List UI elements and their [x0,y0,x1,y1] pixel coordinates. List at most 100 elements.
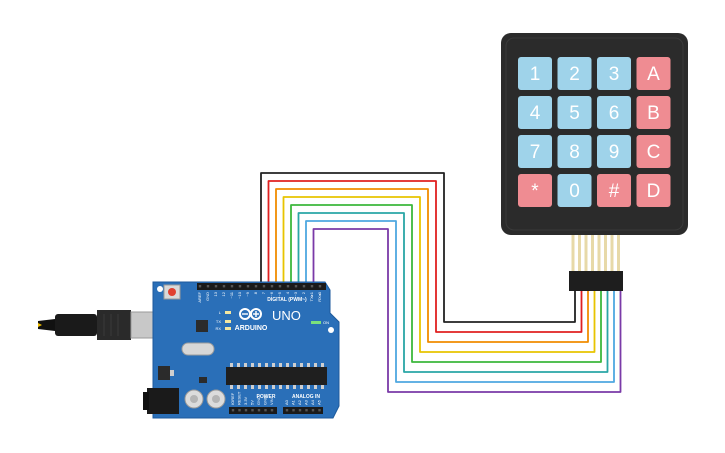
power-pin-label: IOREF [230,392,235,405]
voltage-regulator [158,366,170,380]
wire[interactable] [290,204,602,363]
key-button-c[interactable] [636,135,671,168]
pin-hole [278,285,282,288]
pin-hole [206,285,210,288]
key-button-2[interactable] [557,57,592,90]
key-label: B [647,103,660,124]
digital-pin-label: ~5 [277,291,282,296]
key-label: 6 [609,103,620,124]
atmega-chip [226,367,327,385]
wire[interactable] [275,188,589,343]
usb-cable-tip-icon [38,323,42,327]
key-button-0[interactable] [557,174,592,207]
chip-pins [230,363,324,389]
analog-header [283,407,323,414]
key-button-8[interactable] [557,135,592,168]
pin-hole [198,285,202,288]
led-label-l: L [219,310,222,315]
key-label: 0 [569,181,580,202]
led-rx [225,327,231,330]
pin-hole [286,285,290,288]
analog-pin-label: A1 [291,399,296,405]
digital-pin-label: 8 [253,291,258,294]
pin-hole [318,285,322,288]
digital-pin-label: AREF [197,291,202,302]
key-label: C [647,142,661,163]
key-button-hash[interactable] [597,174,631,207]
key-button-6[interactable] [597,96,631,129]
key-button-3[interactable] [597,57,631,90]
power-pin-label: GND [263,396,268,405]
key-button-9[interactable] [597,135,631,168]
key-label: 9 [609,142,620,163]
ribbon-strand [591,235,594,271]
power-pin-label: VIN [269,398,274,405]
led-label-rx: RX [215,326,221,331]
pin-hole [230,285,234,288]
wire[interactable] [312,228,622,393]
digital-pin-label: ~6 [269,291,274,296]
key-label: * [531,181,539,202]
analog-pin-label: A4 [310,399,315,405]
pin-hole [238,285,242,288]
keypad-connector [569,271,623,291]
key-button-1[interactable] [518,57,552,90]
wire[interactable] [267,180,583,333]
power-jack [147,388,179,414]
reset-button-cap[interactable] [168,288,176,296]
digital-pin-label: 4 [285,291,290,294]
usb-cable [38,310,170,340]
usb-plug-body [97,310,131,340]
status-leds: L TX RX [215,310,231,331]
key-button-d[interactable] [636,174,671,207]
on-label: ON [323,320,329,325]
digital-header [197,283,326,290]
arduino-brand-text: ARDUINO [235,325,268,332]
key-button-star[interactable] [518,174,552,207]
wire[interactable] [297,212,609,373]
digital-pin-label: RX◂0 [317,291,322,302]
led-tx [225,320,231,323]
board-model-text: UNO [272,308,301,323]
usb-chip [196,320,208,332]
pin-hole [310,285,314,288]
ribbon-strand [578,235,581,271]
ribbon-strand [617,235,620,271]
key-button-b[interactable] [636,96,671,129]
pin-hole [294,285,298,288]
wire[interactable] [282,196,596,353]
wire[interactable] [305,220,615,383]
key-label: D [647,181,661,202]
led-label-tx: TX [216,319,221,324]
wire[interactable] [260,172,576,323]
pin-hole [302,285,306,288]
key-button-a[interactable] [636,57,671,90]
mount-hole [328,327,334,333]
ribbon-strand [610,235,614,271]
mount-hole [157,286,163,292]
led-l [225,311,231,314]
key-button-7[interactable] [518,135,552,168]
digital-pin-label: ~11 [229,291,234,298]
key-button-5[interactable] [557,96,592,129]
key-button-4[interactable] [518,96,552,129]
usb-cable-end [38,319,55,331]
power-label: POWER [257,394,276,400]
digital-pin-label: 2 [301,291,306,294]
keypad-bezel [505,37,684,231]
crystal-oscillator [181,342,215,356]
key-label: 4 [530,103,541,124]
pin-hole [270,285,274,288]
digital-pwm-label: DIGITAL (PWM~) [267,297,307,303]
power-pin-label: 3.3V [243,396,248,405]
key-label: 8 [569,142,580,163]
digital-pin-label: ~10 [237,291,242,299]
pin-hole [254,285,258,288]
key-label: 1 [530,64,541,85]
